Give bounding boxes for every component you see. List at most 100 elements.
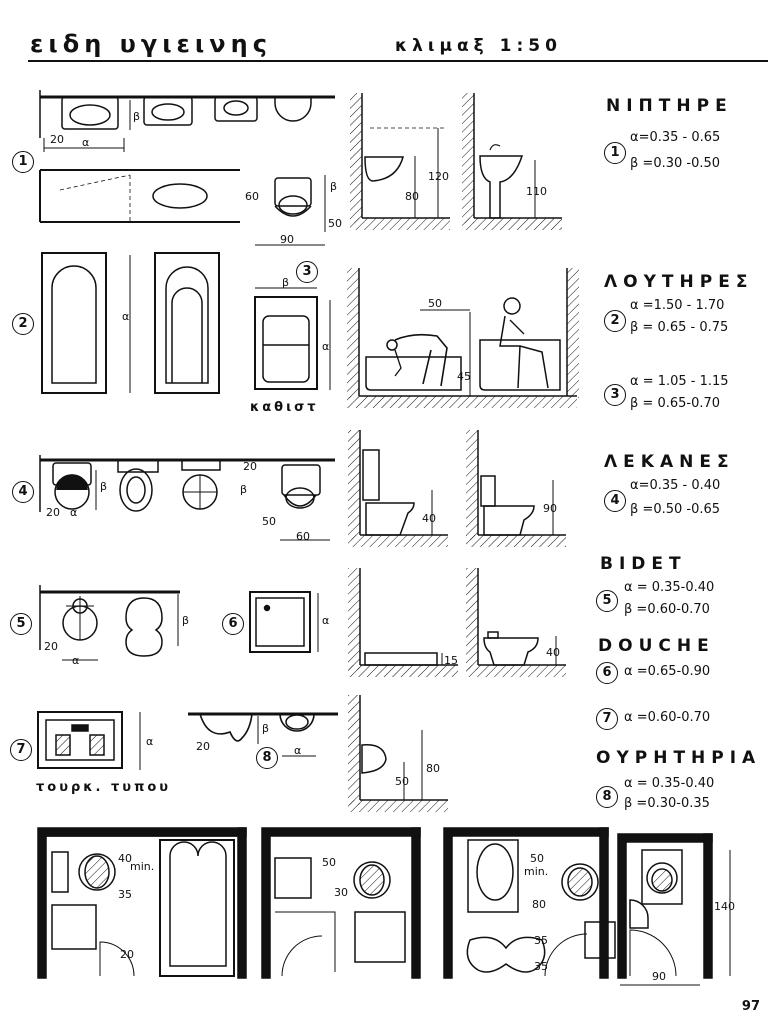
urinal-section-group bbox=[348, 695, 448, 812]
dim-b: β bbox=[240, 483, 247, 496]
bathroom-layouts-group bbox=[37, 827, 731, 986]
header-rule bbox=[28, 60, 768, 62]
bathtub-section-group bbox=[347, 268, 579, 408]
dim-a: α bbox=[294, 744, 301, 757]
dim-40: 40 bbox=[118, 852, 132, 865]
category-bathtubs: ΛΟΥΤΗΡΕΣ bbox=[604, 272, 754, 292]
urinal-turkish-plan-group bbox=[37, 711, 338, 770]
label-turkish-type: τουρκ. τυπου bbox=[36, 780, 172, 795]
spec-5-b: β =0.60-0.70 bbox=[624, 602, 710, 617]
dim-40: 40 bbox=[546, 646, 560, 659]
bathtub-plan-group bbox=[41, 252, 331, 394]
spec-8-b: β =0.30-0.35 bbox=[624, 796, 710, 811]
spec-6-a: α =0.65-0.90 bbox=[624, 664, 711, 679]
row-marker-5: 5 bbox=[10, 613, 32, 635]
scale-label: κλιμαξ 1:50 bbox=[395, 36, 562, 56]
dim-b: β bbox=[182, 614, 189, 627]
dim-40: 40 bbox=[422, 512, 436, 525]
spec-4-b: β =0.50 -0.65 bbox=[630, 502, 721, 517]
dim-b: β bbox=[282, 276, 289, 289]
spec-3-b: β = 0.65-0.70 bbox=[630, 396, 721, 411]
spec-7-a: α =0.60-0.70 bbox=[624, 710, 711, 725]
dim-120: 120 bbox=[428, 170, 449, 183]
category-urinals: ΟΥΡΗΤΗΡΙΑ bbox=[596, 748, 762, 768]
dim-110: 110 bbox=[526, 185, 547, 198]
spec-marker-3: 3 bbox=[604, 384, 626, 406]
dim-b: β bbox=[100, 480, 107, 493]
row-marker-4: 4 bbox=[12, 481, 34, 503]
dim-90: 90 bbox=[652, 970, 666, 983]
dim-a: α bbox=[72, 654, 79, 667]
spec-marker-5: 5 bbox=[596, 590, 618, 612]
dim-30: 30 bbox=[334, 886, 348, 899]
category-toilets: ΛΕΚΑΝΕΣ bbox=[604, 452, 735, 472]
dim-50: 50 bbox=[395, 775, 409, 788]
dim-90: 90 bbox=[280, 233, 294, 246]
dim-15: 15 bbox=[444, 654, 458, 667]
bidet-shower-plan-group bbox=[39, 585, 319, 661]
dim-b: β bbox=[330, 180, 337, 193]
dim-35: 35 bbox=[534, 960, 548, 973]
dim-140: 140 bbox=[714, 900, 735, 913]
dim-35: 35 bbox=[118, 888, 132, 901]
row-marker-2: 2 bbox=[12, 313, 34, 335]
spec-marker-1: 1 bbox=[604, 142, 626, 164]
row-marker-1: 1 bbox=[12, 151, 34, 173]
page-number: 97 bbox=[741, 999, 760, 1014]
dim-20: 20 bbox=[44, 640, 58, 653]
dim-50: 50 bbox=[530, 852, 544, 865]
label-seated-bath: καθιστ bbox=[250, 400, 319, 415]
spec-marker-8: 8 bbox=[596, 786, 618, 808]
category-bidet: BIDET bbox=[600, 554, 687, 574]
spec-2-b: β = 0.65 - 0.75 bbox=[630, 320, 729, 335]
spec-marker-7: 7 bbox=[596, 708, 618, 730]
spec-1-a: α=0.35 - 0.65 bbox=[630, 130, 721, 145]
spec-1-b: β =0.30 -0.50 bbox=[630, 156, 721, 171]
wc-plan-group bbox=[39, 455, 335, 541]
dim-a: α bbox=[146, 735, 153, 748]
row-marker-3: 3 bbox=[296, 261, 318, 283]
dim-a: α bbox=[82, 136, 89, 149]
dim-35: 35 bbox=[534, 934, 548, 947]
dim-a: α bbox=[322, 340, 329, 353]
spec-8-a: α = 0.35-0.40 bbox=[624, 776, 715, 791]
spec-2-a: α =1.50 - 1.70 bbox=[630, 298, 725, 313]
dimension-labels: α 20 β 60 β 50 90 80 120 110 α β α 50 45… bbox=[44, 110, 735, 983]
dim-b: β bbox=[262, 722, 269, 735]
spec-marker-6: 6 bbox=[596, 662, 618, 684]
dim-20: 20 bbox=[50, 133, 64, 146]
dim-20: 20 bbox=[243, 460, 257, 473]
dim-80: 80 bbox=[532, 898, 546, 911]
dim-60: 60 bbox=[245, 190, 259, 203]
dim-a: α bbox=[322, 614, 329, 627]
dim-20: 20 bbox=[46, 506, 60, 519]
row-marker-8: 8 bbox=[256, 747, 278, 769]
page-title: ειδη υγιεινης bbox=[30, 30, 272, 58]
category-douche: DOUCHE bbox=[598, 636, 715, 656]
spec-5-a: α = 0.35-0.40 bbox=[624, 580, 715, 595]
spec-marker-2: 2 bbox=[604, 310, 626, 332]
dim-80: 80 bbox=[426, 762, 440, 775]
spec-3-a: α = 1.05 - 1.15 bbox=[630, 374, 729, 389]
dim-45: 45 bbox=[457, 370, 471, 383]
shower-bidet-section-group bbox=[348, 568, 566, 677]
category-washbasins: ΝΙΠΤΗΡΕ bbox=[606, 96, 733, 116]
dim-b: β bbox=[133, 110, 140, 123]
dim-50: 50 bbox=[428, 297, 442, 310]
dim-20: 20 bbox=[196, 740, 210, 753]
dim-a: α bbox=[70, 506, 77, 519]
dim-50: 50 bbox=[262, 515, 276, 528]
washbasin-section-group bbox=[350, 93, 562, 230]
row-marker-6: 6 bbox=[222, 613, 244, 635]
dim-60: 60 bbox=[296, 530, 310, 543]
wc-section-group bbox=[348, 430, 566, 547]
dim-80: 80 bbox=[405, 190, 419, 203]
dim-a: α bbox=[122, 310, 129, 323]
spec-marker-4: 4 bbox=[604, 490, 626, 512]
spec-4-a: α=0.35 - 0.40 bbox=[630, 478, 721, 493]
dim-50: 50 bbox=[322, 856, 336, 869]
washbasin-plan-group bbox=[39, 90, 335, 246]
dim-90: 90 bbox=[543, 502, 557, 515]
